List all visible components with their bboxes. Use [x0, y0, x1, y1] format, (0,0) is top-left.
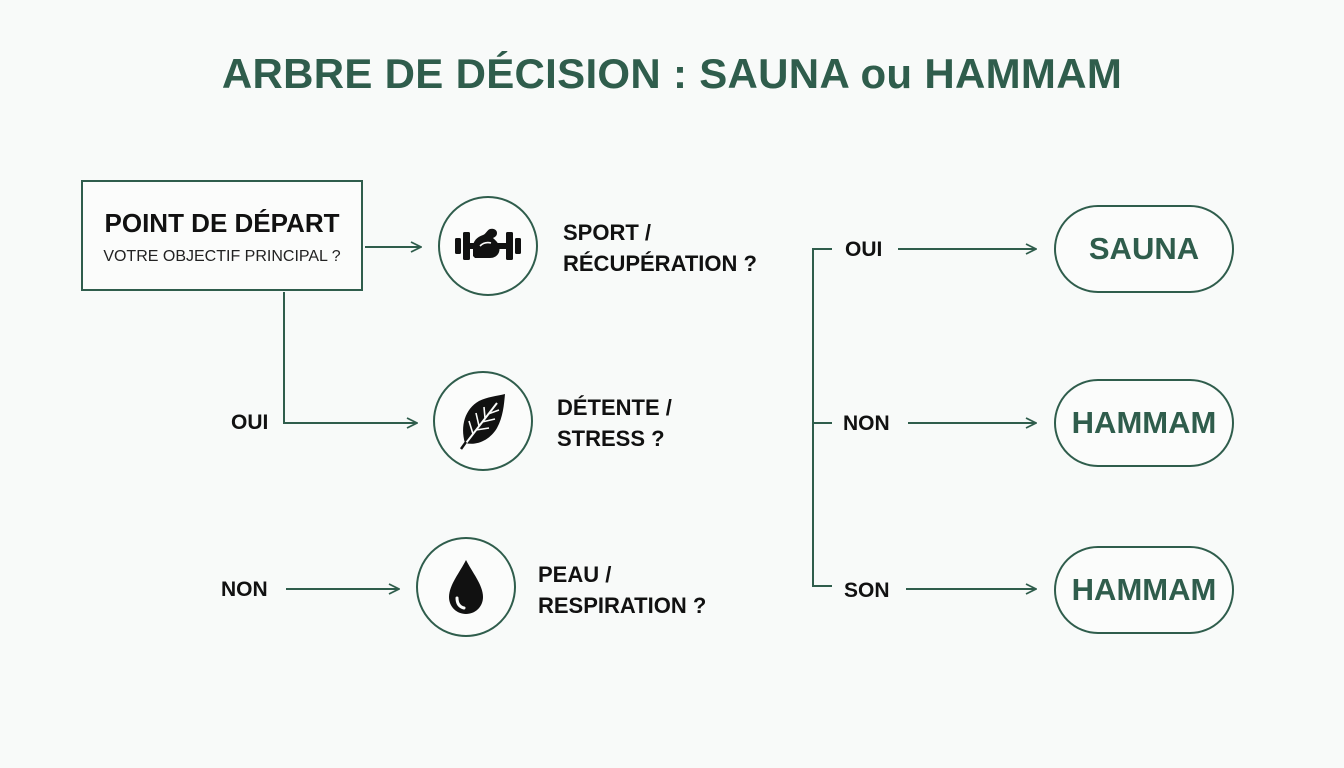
question-peau-line2: RESPIRATION ?: [538, 593, 707, 618]
peau-icon-circle: [416, 537, 516, 637]
question-sport-label: SPORT / RÉCUPÉRATION ?: [563, 217, 757, 279]
leaf-icon: [459, 394, 505, 450]
right-bracket: [812, 248, 832, 587]
outcome-sauna: SAUNA: [1054, 205, 1234, 293]
arrow-start-to-detente: [283, 292, 417, 423]
question-peau-line1: PEAU /: [538, 562, 612, 587]
start-subtitle: VOTRE OBJECTIF PRINCIPAL ?: [103, 248, 341, 265]
outcome-hammam-1: HAMMAM: [1054, 379, 1234, 467]
edge-label-right-son: SON: [844, 579, 890, 602]
question-sport-line1: SPORT /: [563, 220, 652, 245]
detente-icon-circle: [433, 371, 533, 471]
flexed-arm-dumbbell-icon: [455, 228, 521, 260]
question-detente-line2: STRESS ?: [557, 426, 665, 451]
page-title: ARBRE DE DÉCISION : SAUNA ou HAMMAM: [221, 50, 1123, 97]
question-sport-line2: RÉCUPÉRATION ?: [563, 251, 757, 276]
edge-label-oui: OUI: [231, 411, 269, 434]
outcome-hammam-2: HAMMAM: [1054, 546, 1234, 634]
question-peau-label: PEAU / RESPIRATION ?: [538, 559, 706, 621]
edge-label-right-oui: OUI: [845, 238, 883, 261]
start-title: POINT DE DÉPART: [104, 208, 340, 238]
edge-label-right-non: NON: [843, 412, 890, 435]
water-drop-icon: [449, 560, 483, 614]
start-box: POINT DE DÉPART VOTRE OBJECTIF PRINCIPAL…: [81, 180, 363, 291]
sport-icon-circle: [438, 196, 538, 296]
question-detente-line1: DÉTENTE /: [557, 395, 672, 420]
edge-label-non: NON: [221, 578, 268, 601]
question-detente-label: DÉTENTE / STRESS ?: [557, 392, 672, 454]
